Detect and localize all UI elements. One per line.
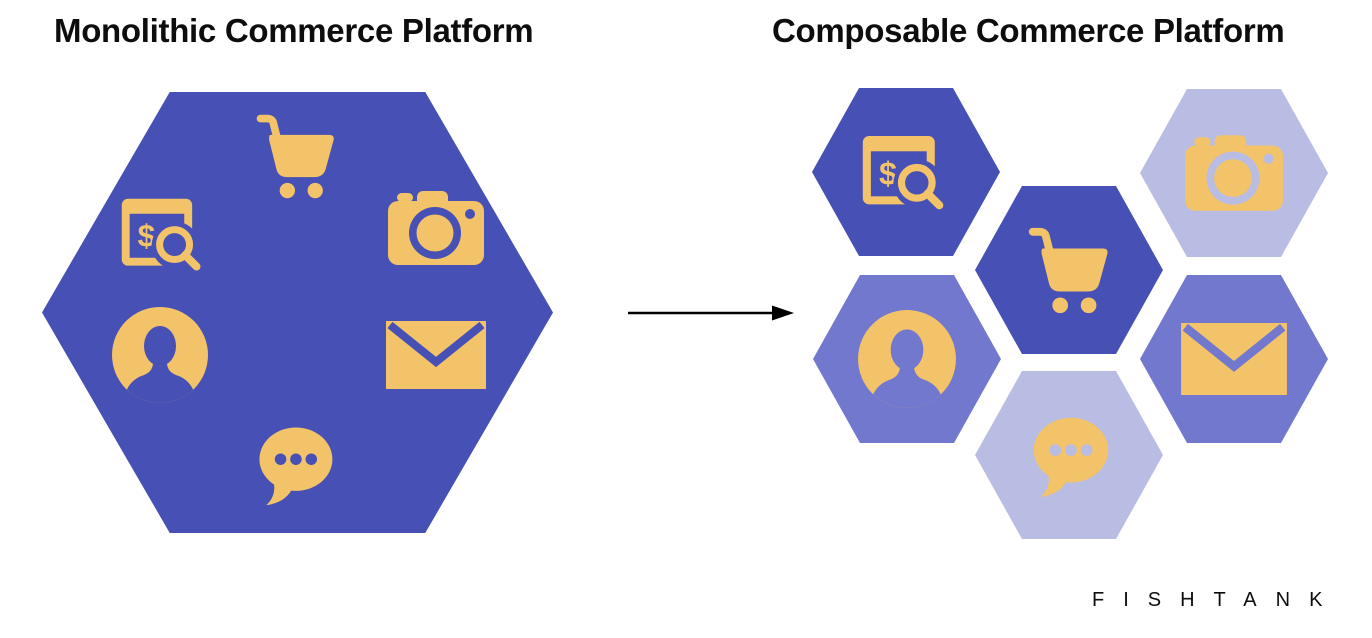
composable-hex-cart (975, 186, 1163, 354)
composable-hex-user (813, 275, 1001, 443)
monolithic-hexagon (42, 92, 553, 533)
price-search-icon (861, 127, 951, 217)
monolithic-title: Monolithic Commerce Platform (54, 12, 534, 49)
shopping-cart-icon (248, 108, 344, 204)
fishtank-logo: FISHTANK (1092, 589, 1342, 611)
camera-icon (386, 188, 486, 268)
composable-hex-pricing-search (812, 88, 1000, 256)
user-profile-icon (856, 308, 958, 410)
transition-arrow (628, 305, 794, 321)
composable-hex-camera (1140, 89, 1328, 257)
composable-hex-envelope (1140, 275, 1328, 443)
composable-hex-chat (975, 371, 1163, 539)
camera-icon (1183, 132, 1285, 214)
email-icon (1181, 323, 1287, 395)
composable-title: Composable Commerce Platform (772, 12, 1285, 49)
chat-bubble-icon (246, 416, 342, 512)
shopping-cart-icon (1020, 221, 1118, 319)
email-icon (386, 321, 486, 389)
chat-bubble-icon (1020, 406, 1118, 504)
price-search-icon (120, 190, 208, 278)
user-profile-icon (110, 305, 210, 405)
